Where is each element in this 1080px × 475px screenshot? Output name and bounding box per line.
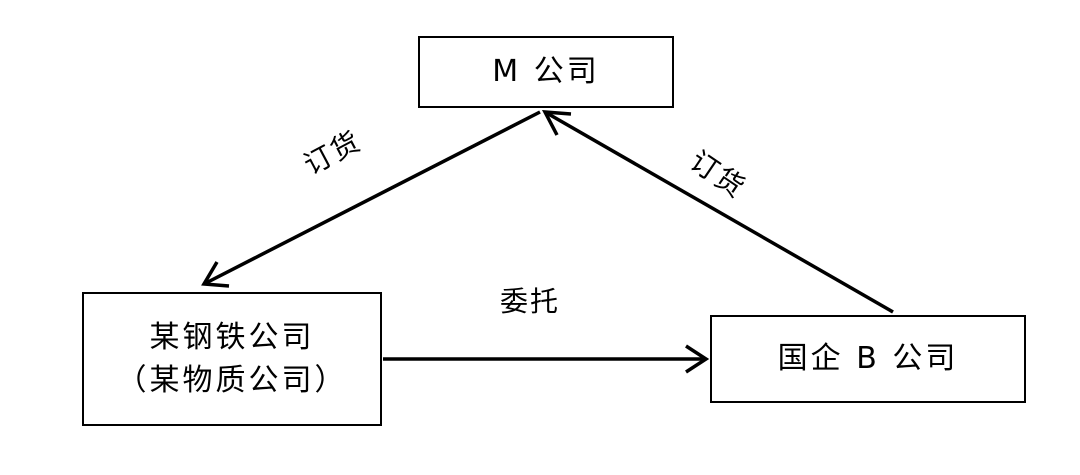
node-steel-company-line2: （某物质公司）: [116, 363, 348, 398]
node-b-company-label: 国企 B 公司: [777, 341, 959, 377]
node-m-company-label: M 公司: [492, 54, 600, 90]
edge-steel-to-b: [383, 344, 710, 374]
edge-b-to-m: [541, 110, 894, 314]
edge-m-to-steel: [201, 110, 541, 288]
node-m-company: M 公司: [418, 36, 674, 108]
node-b-company: 国企 B 公司: [710, 315, 1026, 403]
node-steel-company-line1: 某钢铁公司: [149, 319, 315, 355]
node-steel-company: 某钢铁公司 （某物质公司）: [82, 292, 382, 426]
edge-label-entrust: 委托: [500, 285, 561, 318]
